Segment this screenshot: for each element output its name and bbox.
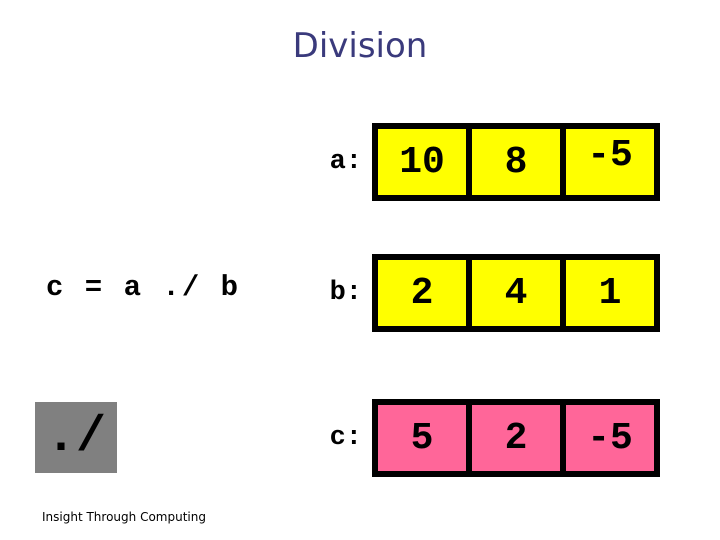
vector-a-boxes: 10 8 -5 [372, 123, 660, 201]
slide-title: Division [292, 26, 428, 66]
equation-text: c = a ./ b [46, 271, 241, 304]
operator-callout-text: ./ [45, 409, 106, 466]
footer-text: Insight Through Computing [42, 510, 206, 524]
operator-callout-box: ./ [35, 402, 117, 473]
vector-a-cell-1: 10 [378, 129, 466, 195]
vector-b-boxes: 2 4 1 [372, 254, 660, 332]
vector-row-a: a: 10 8 -5 [308, 123, 660, 201]
vector-b-cell-2: 4 [472, 260, 560, 326]
vector-row-c: c: 5 2 -5 [308, 399, 660, 477]
vector-c-cell-3: -5 [566, 405, 654, 471]
vector-c-cell-2: 2 [472, 405, 560, 471]
vector-row-b: b: 2 4 1 [308, 254, 660, 332]
vector-b-label: b: [329, 278, 362, 308]
vector-c-cell-1: 5 [378, 405, 466, 471]
vector-a-cell-2: 8 [472, 129, 560, 195]
vector-c-label: c: [329, 423, 362, 453]
vector-a-label: a: [329, 147, 362, 177]
vector-b-cell-1: 2 [378, 260, 466, 326]
vector-c-boxes: 5 2 -5 [372, 399, 660, 477]
vector-a-cell-3: -5 [566, 129, 654, 195]
vector-b-cell-3: 1 [566, 260, 654, 326]
